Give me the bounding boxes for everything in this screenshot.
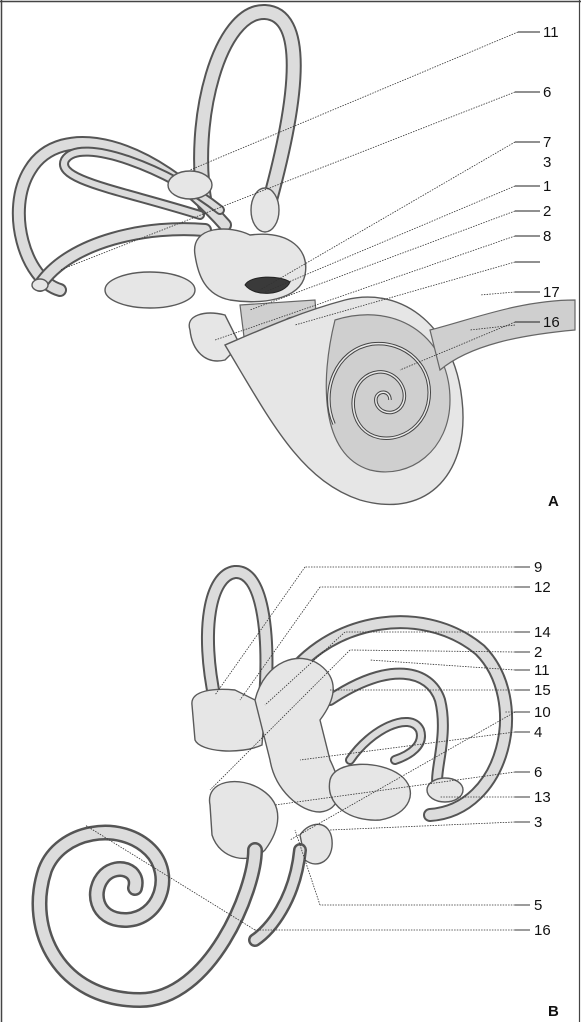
callout-b-2: 2 bbox=[534, 644, 542, 661]
callout-b-4: 4 bbox=[534, 724, 542, 741]
callout-a-1: 1 bbox=[543, 178, 551, 195]
callout-b-13: 13 bbox=[534, 789, 551, 806]
callout-b-6: 6 bbox=[534, 764, 542, 781]
callout-b-3: 3 bbox=[534, 814, 542, 831]
callout-a-6: 6 bbox=[543, 84, 551, 101]
callout-a-11: 11 bbox=[543, 24, 559, 41]
callout-b-10: 10 bbox=[534, 704, 551, 721]
callout-a-16: 16 bbox=[543, 314, 560, 331]
callout-b-12: 12 bbox=[534, 579, 551, 596]
callout-a-3: 3 bbox=[543, 154, 551, 171]
callout-b-11: 11 bbox=[534, 662, 550, 679]
panel-b-drawing bbox=[39, 572, 506, 1000]
panel-b-label: B bbox=[548, 1003, 559, 1020]
panel-a-drawing bbox=[19, 12, 575, 504]
callout-a-8: 8 bbox=[543, 228, 551, 245]
callout-b-14: 14 bbox=[534, 624, 551, 641]
callout-a-17: 17 bbox=[543, 284, 560, 301]
callout-a-7: 7 bbox=[543, 134, 551, 151]
callout-b-9: 9 bbox=[534, 559, 542, 576]
callout-b-15: 15 bbox=[534, 682, 551, 699]
callout-b-5: 5 bbox=[534, 897, 542, 914]
panel-a-label: A bbox=[548, 493, 559, 510]
callout-a-2: 2 bbox=[543, 203, 551, 220]
callout-b-16: 16 bbox=[534, 922, 551, 939]
